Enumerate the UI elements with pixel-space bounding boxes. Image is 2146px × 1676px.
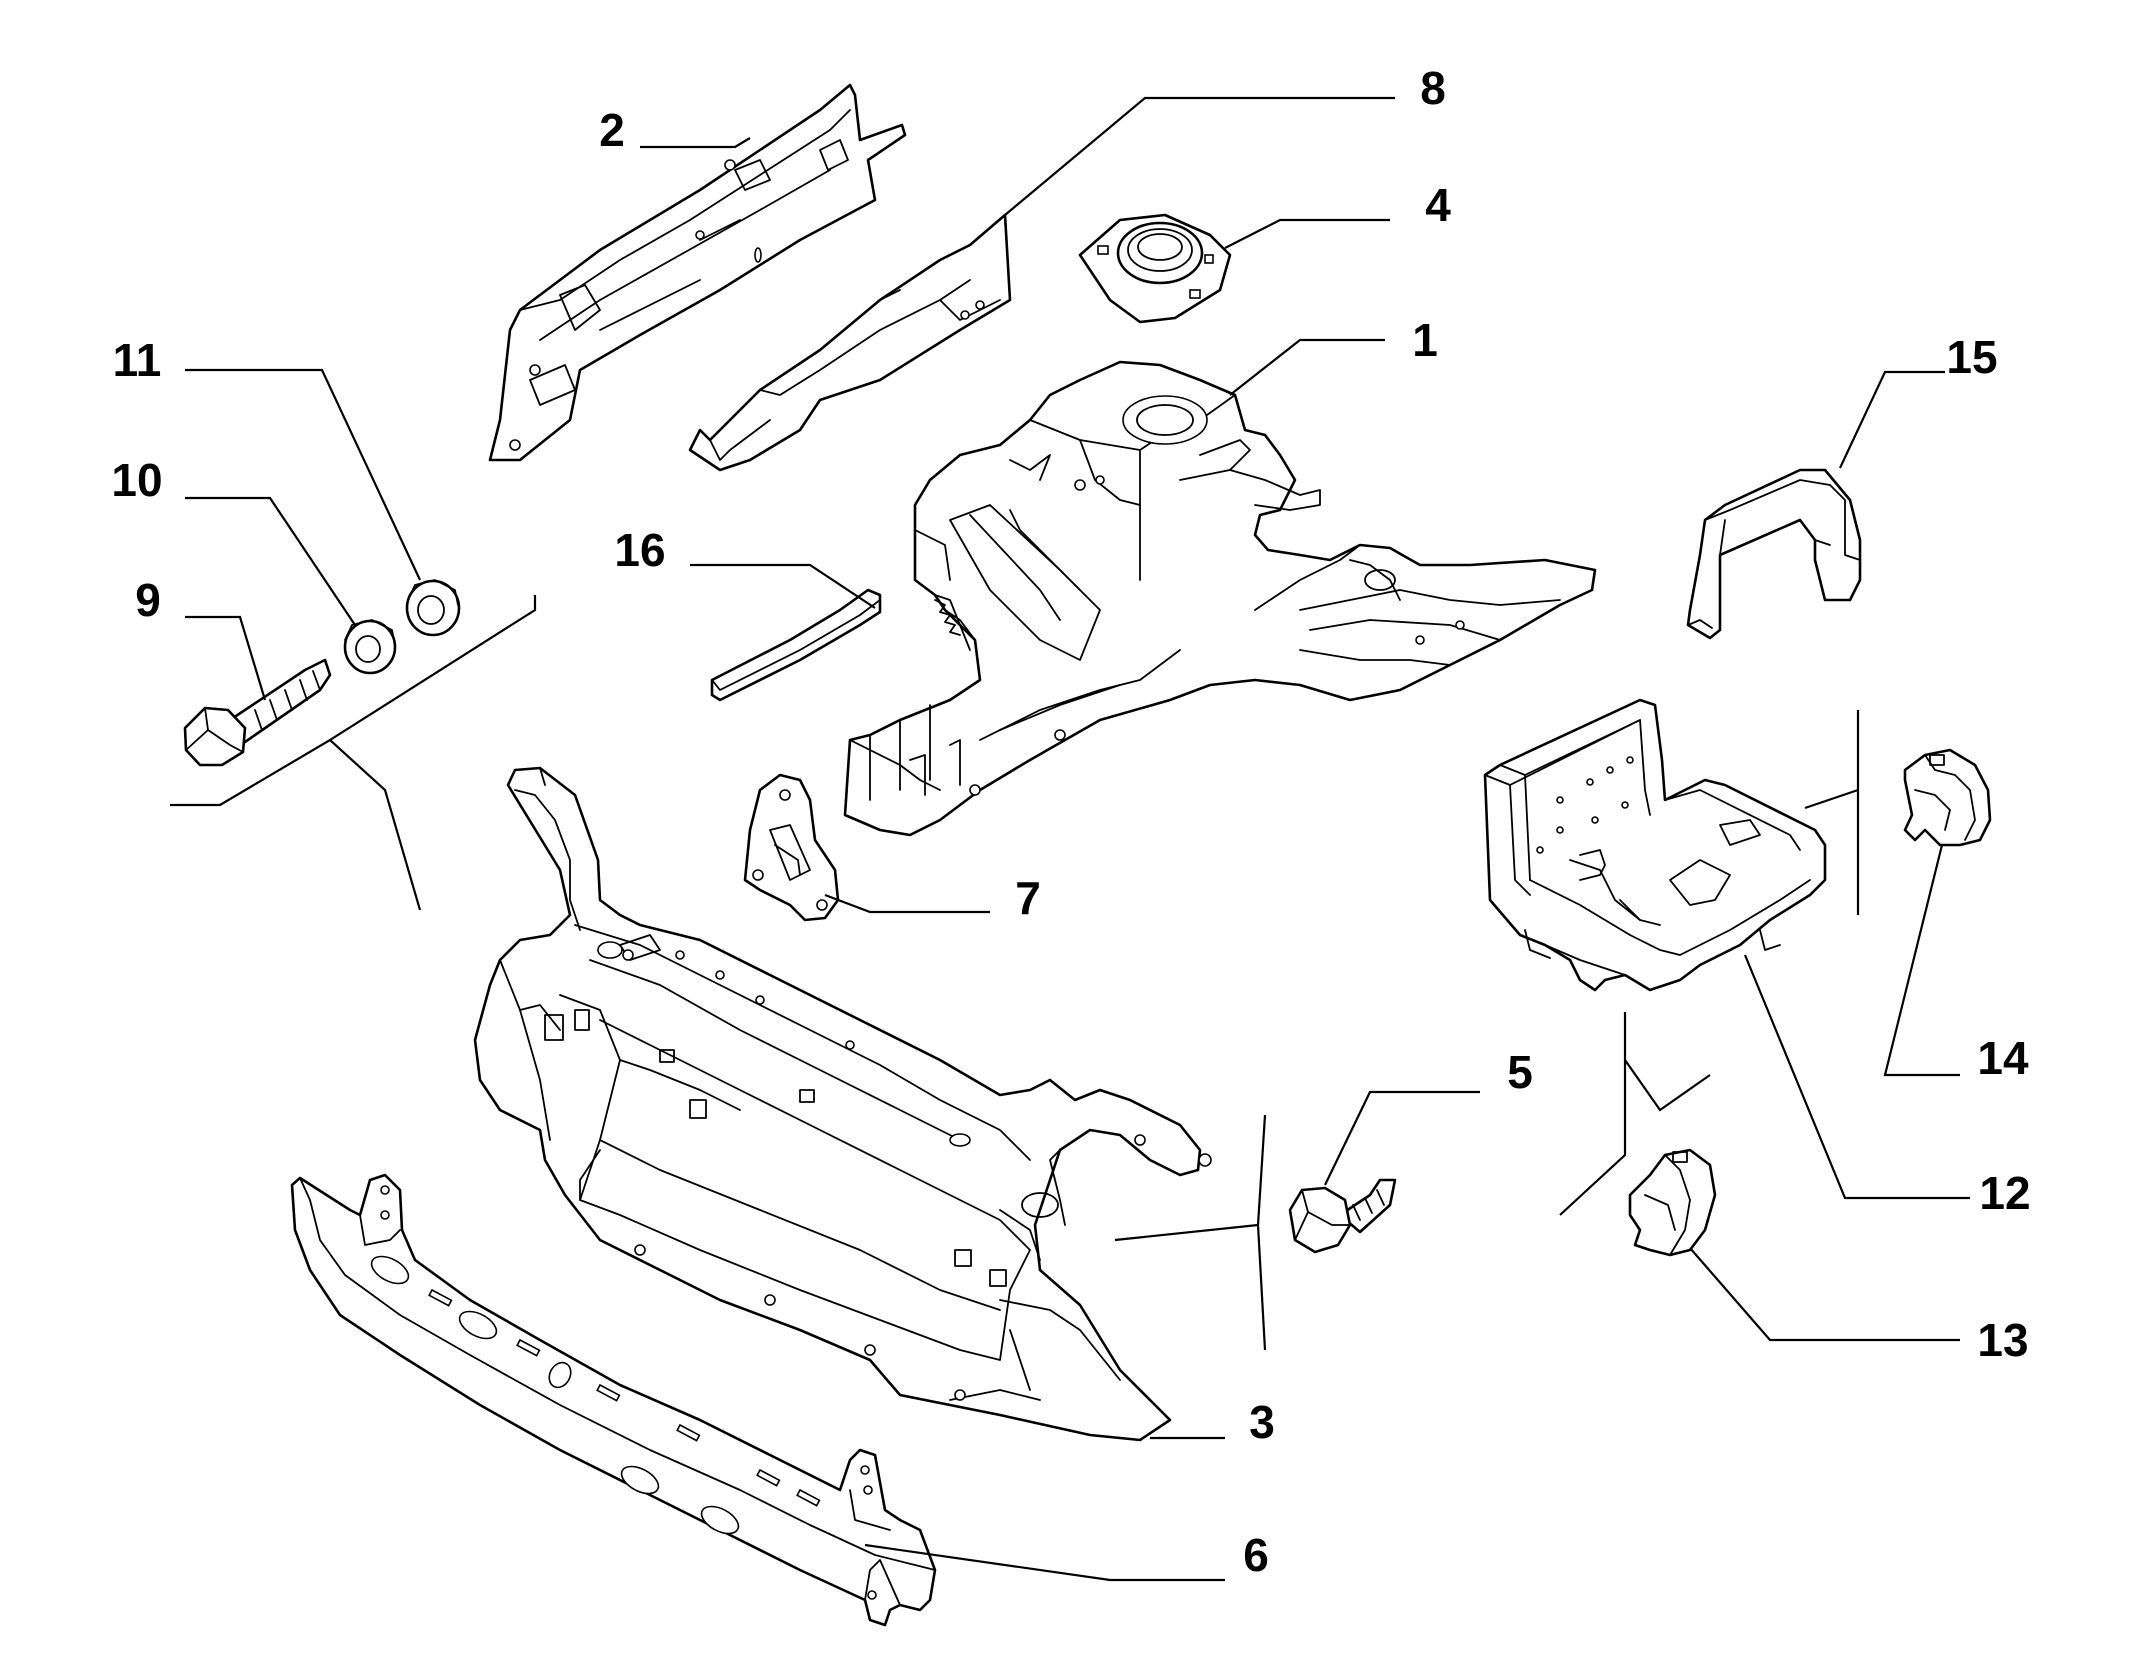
leader-15 [1839, 370, 1945, 469]
leader-14 [1883, 844, 1960, 1077]
leader-2 [640, 137, 751, 149]
part-10-washer [343, 619, 397, 675]
callout-13: 13 [1977, 1314, 2028, 1366]
part-7-reinforcement-plate [743, 773, 840, 922]
callout-15: 15 [1946, 331, 1997, 383]
part-6-bumper-beam [290, 1173, 937, 1627]
callout-5: 5 [1507, 1046, 1533, 1098]
part-12-battery-tray [1483, 698, 1827, 992]
leader-7 [824, 893, 990, 914]
part-11-washer [405, 579, 461, 637]
leader-9 [185, 615, 267, 701]
callout-2: 2 [599, 104, 625, 156]
callout-3: 3 [1249, 1396, 1275, 1448]
group-bracket-bolts-b [329, 595, 537, 741]
group-bracket-13 [1559, 1012, 1627, 1216]
leader-5 [1324, 1090, 1480, 1186]
leader-10 [185, 496, 356, 626]
callout-9: 9 [135, 574, 161, 626]
group-bracket-5 [1256, 1114, 1267, 1351]
leader-6 [864, 1543, 1225, 1582]
part-15-battery-holder-bracket [1686, 468, 1862, 640]
callout-4: 4 [1425, 179, 1451, 231]
part-16-strip [710, 588, 882, 702]
leader-12 [1743, 954, 1970, 1200]
callout-16: 16 [614, 524, 665, 576]
callout-8: 8 [1420, 62, 1446, 114]
group-bracket-5-b [1114, 1223, 1259, 1242]
leader-4 [1224, 218, 1390, 249]
leader-1 [1229, 338, 1385, 396]
part-2-front-longitudinal-rail [488, 83, 907, 462]
leader-16 [690, 563, 876, 609]
leader-13 [1689, 1247, 1960, 1342]
leader-lines [170, 96, 1970, 1582]
group-bracket-14-b [1804, 788, 1859, 810]
part-3-front-crossmember-frame [473, 766, 1212, 1442]
callout-11: 11 [113, 334, 162, 386]
part-14-fastener-clip [1903, 748, 1992, 847]
group-bracket-13-b [1624, 1059, 1711, 1112]
part-5-flange-bolt [1288, 1178, 1397, 1254]
leader-11 [185, 368, 421, 581]
part-8-inner-rail-plate [688, 213, 1012, 472]
callout-10: 10 [111, 454, 162, 506]
callout-12: 12 [1979, 1167, 2030, 1219]
callout-14: 14 [1977, 1032, 2029, 1084]
part-4-strut-mount-plate [1078, 213, 1232, 324]
part-1-wheelhouse-rail-assembly [843, 360, 1597, 837]
part-13-fastener-clip [1628, 1148, 1717, 1257]
callout-7: 7 [1015, 872, 1041, 924]
callout-6: 6 [1243, 1529, 1269, 1581]
part-9-bolt [183, 658, 332, 767]
callout-labels: 1 2 3 4 5 6 7 8 9 10 11 12 13 14 15 16 [111, 62, 2030, 1581]
leader-8 [1004, 96, 1395, 216]
callout-1: 1 [1412, 314, 1438, 366]
